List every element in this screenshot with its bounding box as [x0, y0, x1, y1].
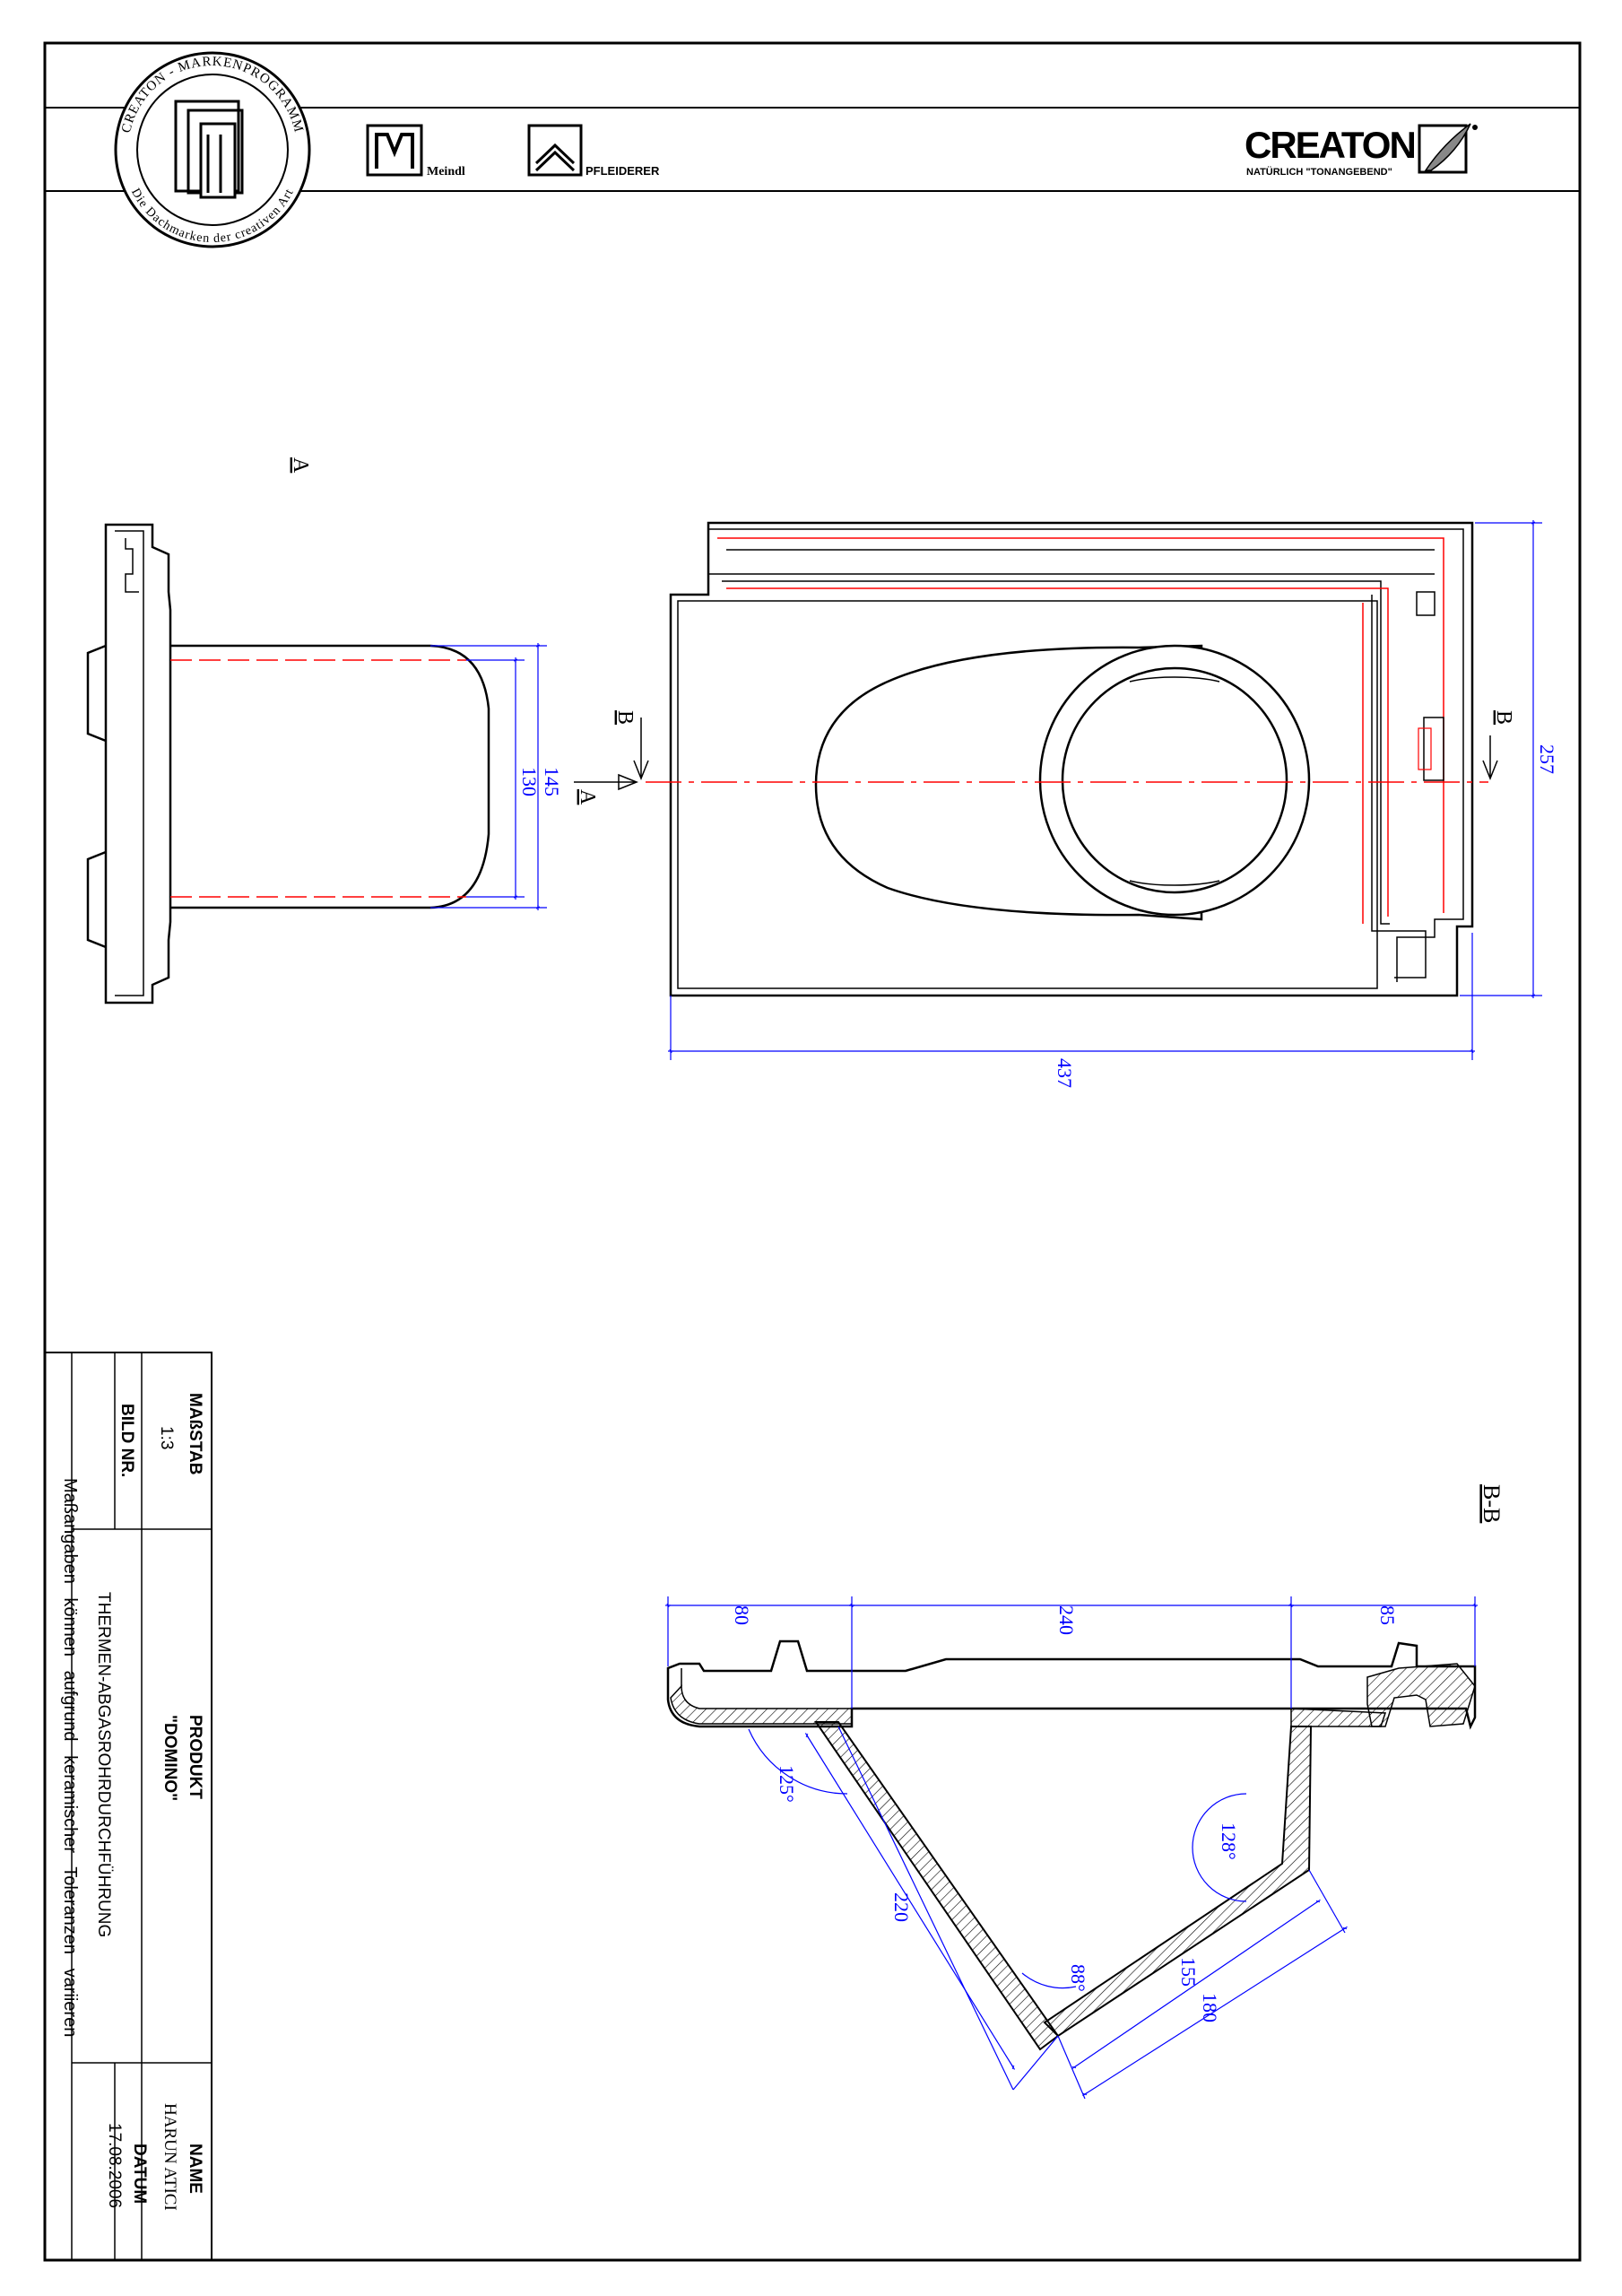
section-bb-title: B-B	[1479, 1484, 1505, 1523]
view-a-label: A	[289, 457, 312, 474]
dim-angle-bottom: 88°	[1067, 1964, 1089, 1992]
section-marker-a: A	[576, 789, 599, 805]
brand-pfleiderer-label: PFLEIDERER	[585, 164, 660, 178]
title-product-name: "DOMINO"	[160, 1715, 179, 1801]
section-marker-b-right: B	[1492, 710, 1515, 725]
section-b-b: B-B	[665, 1484, 1505, 2100]
title-date-value: 17.08.2006	[105, 2123, 124, 2208]
side-view-a: A 145 130 A	[86, 457, 639, 1004]
dim-section-middle: 240	[1055, 1605, 1078, 1635]
creaton-stamp-icon: CREATON - MARKENPROGRAMM Die Dachmarken …	[114, 51, 311, 248]
creaton-slogan: NATÜRLICH "TONANGEBEND"	[1246, 166, 1392, 178]
section-marker-b-left: B	[613, 710, 637, 725]
brand-meindl: Meindl	[366, 124, 465, 178]
drawing-frame	[43, 41, 1582, 2262]
dim-pipe-length: 220	[890, 1892, 913, 1922]
top-view: B B 257 437	[613, 520, 1558, 1088]
title-drawing-no-label: BILD NR.	[117, 1404, 136, 1477]
header-band: CREATON - MARKENPROGRAMM Die Dachmarken …	[45, 51, 1580, 248]
dim-side-inner: 130	[518, 767, 541, 796]
title-name-label: NAME	[186, 2144, 204, 2194]
creaton-feather-icon	[1418, 123, 1478, 174]
title-scale-value: 1:3	[157, 1426, 176, 1449]
dim-section-left-flange: 80	[731, 1605, 753, 1625]
dim-angle-left: 125°	[776, 1765, 798, 1803]
dim-inner-length: 155	[1177, 1957, 1200, 1987]
title-date-label: DATUM	[130, 2144, 149, 2204]
creaton-logo: CREATON NATÜRLICH "TONANGEBEND"	[1245, 123, 1478, 178]
dim-outer-length: 180	[1199, 1993, 1221, 2022]
title-note: Maßangaben können aufgrund keramischer T…	[60, 1478, 80, 2037]
title-scale-label: MAßSTAB	[186, 1393, 204, 1474]
title-product-label: PRODUKT	[186, 1715, 204, 1799]
creaton-logo-text: CREATON	[1245, 124, 1415, 166]
pfleiderer-roof-icon	[527, 124, 583, 177]
dim-section-right-flange: 85	[1376, 1605, 1399, 1625]
dim-top-height: 257	[1536, 744, 1558, 774]
dim-angle-right: 128°	[1218, 1822, 1240, 1860]
dim-side-outer: 145	[541, 767, 563, 796]
title-name-value: HARUN ATICI	[160, 2103, 179, 2211]
meindl-m-icon	[366, 124, 423, 177]
title-block: MAßSTAB 1:3 BILD NR. PRODUKT "DOMINO" TH…	[44, 1352, 213, 2261]
title-product-desc: THERMEN-ABGASROHRDURCHFÜHRUNG	[94, 1592, 113, 1937]
dim-top-width: 437	[1054, 1058, 1076, 1088]
brand-meindl-label: Meindl	[427, 165, 465, 178]
brand-pfleiderer: PFLEIDERER	[527, 124, 660, 178]
